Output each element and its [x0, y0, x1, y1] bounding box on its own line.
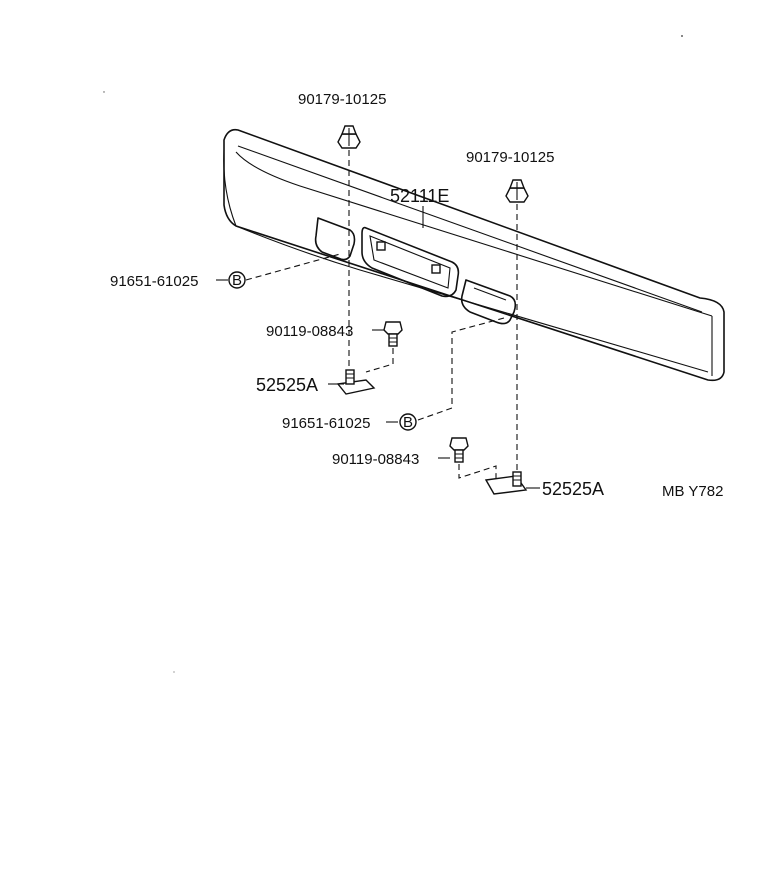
clip-leader-left: [245, 253, 341, 281]
nut-top-left: [337, 125, 361, 149]
left-opening: [314, 217, 356, 261]
label-bracket-left: 52525A: [256, 375, 318, 395]
label-bracket-right: 52525A: [542, 479, 604, 499]
bracket-left: [336, 369, 376, 395]
label-bolt-right: 90119-08843: [332, 451, 419, 468]
plate-hole-left: [376, 241, 386, 251]
bracket-right: [484, 471, 528, 495]
clip-leader-right: [417, 317, 505, 421]
clip-marker-left-text: B: [232, 272, 242, 289]
label-nut-top-left: 90179-10125: [298, 91, 386, 108]
label-bumper: 52111E: [390, 186, 449, 206]
label-clip-left: 91651-61025: [110, 273, 198, 290]
bolt-right: [449, 437, 469, 463]
label-bolt-left: 90119-08843: [266, 323, 353, 340]
label-clip-right: 91651-61025: [282, 415, 370, 432]
bumper-body: [223, 128, 725, 382]
plate-hole-right: [431, 264, 441, 274]
clip-marker-right: B: [399, 413, 417, 431]
license-plate-recess: [361, 226, 460, 298]
right-opening: [460, 279, 517, 325]
label-ref-code: MB Y782: [662, 483, 723, 500]
bolt-left: [383, 321, 403, 347]
label-nut-top-right: 90179-10125: [466, 149, 554, 166]
clip-marker-right-text: B: [403, 414, 413, 431]
clip-marker-left: B: [228, 271, 246, 289]
nut-top-right: [505, 179, 529, 203]
